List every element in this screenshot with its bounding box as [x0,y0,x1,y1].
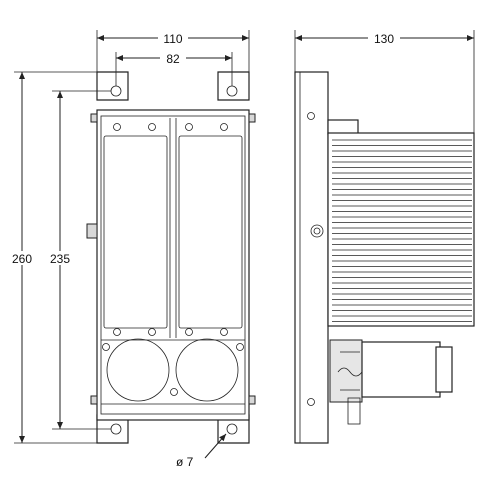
plug-sleeve [361,341,441,398]
plug-body [329,339,363,403]
plug-latch [347,397,361,425]
side-bolt [90,395,98,405]
hole-diameter-label: ø 7 [176,455,194,469]
plug-cap [435,346,453,393]
right-cable-entry [175,338,239,402]
front-width-label: 110 [163,32,182,46]
side-plate [294,71,329,444]
bottom-right-mounting-hole [226,423,238,435]
side-view [294,71,475,444]
hole-pitch-height-label: 235 [50,252,70,266]
left-insert-panel [103,135,168,329]
front-frame [96,109,250,421]
side-screw [307,112,315,120]
side-screw-center [310,224,324,238]
hole-diameter-leader [204,433,227,459]
side-bolt [90,113,98,123]
side-knob [86,223,98,239]
left-cable-entry [106,338,170,402]
top-bracket [327,119,359,135]
plug-cable [337,367,363,377]
side-bolt [248,395,256,405]
front-frame-inner [100,115,246,415]
right-insert-panel [178,135,243,329]
total-height-label: 260 [12,252,32,266]
lower-screw-row [101,328,245,341]
side-depth-label: 130 [374,32,394,46]
top-left-tab [96,71,129,101]
side-screw [307,398,315,406]
housing-ribs [332,139,472,322]
front-view [86,71,256,444]
top-screw-row [113,118,228,338]
side-bolt [248,113,256,123]
center-screw [170,388,178,396]
hole-spacing-label: 82 [166,52,180,66]
